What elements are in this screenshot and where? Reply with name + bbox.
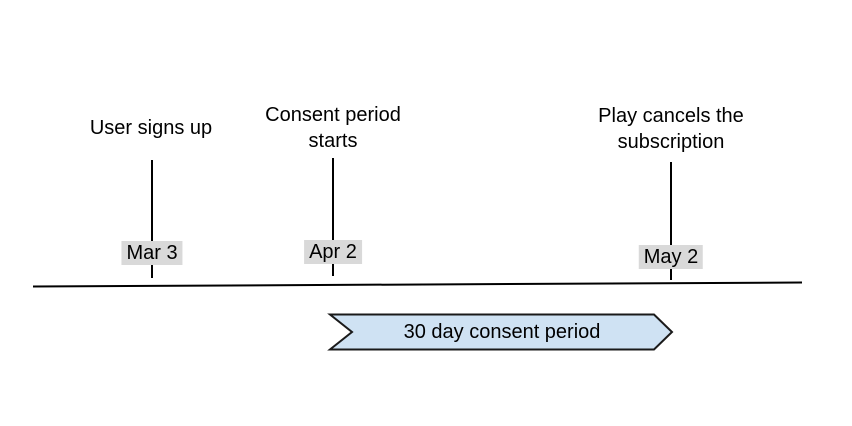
- event-label-consent-period-starts: Consent period starts: [265, 104, 401, 152]
- date-chip-mar-3: Mar 3: [121, 241, 183, 265]
- event-tick-may-2: [670, 162, 672, 280]
- date-chip-apr-2: Apr 2: [304, 240, 362, 264]
- timeline-axis-line: [32, 281, 803, 288]
- consent-period-banner-label: 30 day consent period: [403, 321, 601, 343]
- event-label-play-cancels-subscription: Play cancels the subscription: [598, 105, 744, 153]
- date-chip-may-2: May 2: [638, 245, 704, 269]
- event-tick-mar-3: [151, 160, 153, 278]
- event-tick-apr-2: [332, 158, 334, 276]
- event-label-user-signs-up: User signs up: [89, 117, 213, 139]
